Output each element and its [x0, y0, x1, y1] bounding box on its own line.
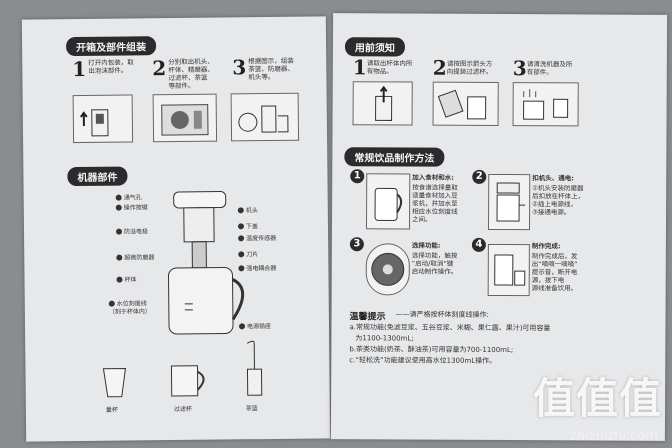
assembly-step-2-number: 2	[152, 56, 167, 81]
add-ingredients-icon	[374, 187, 403, 221]
before-use-illustration-1	[352, 81, 413, 126]
tip-line-a-cont: 为1100-1300mL;	[355, 334, 414, 343]
finished-drink-icon	[494, 254, 526, 286]
drink-step-3-number: 3	[349, 237, 364, 252]
before-use-step-2-text: 请按图示箭头方 向提装过滤杯。	[446, 59, 493, 76]
assembly-illustration-2	[152, 93, 218, 143]
right-page: 用前须知 1 请取出杯体内所 有物品。 2 请按图示箭头方 向提装过滤杯。 3 …	[330, 13, 668, 441]
drink-step-1-text: 按食谱选择量取 适量食材加入豆 浆机，并加水至 相应水位刻度线 之间。	[412, 183, 458, 224]
drink-step-3-text: 选择功能，触按 “启动/取消”键 启动制作操作。	[411, 251, 458, 276]
drink-step-2-illustration	[487, 173, 531, 231]
tips-title: 温馨提示	[349, 312, 386, 323]
left-page: 开箱及部件组装 1 打开内包装，取 出泡沫部件。 2 分别取出机头、 杯体、精磨…	[21, 16, 331, 442]
drink-step-3-heading: 选择功能:	[411, 241, 441, 250]
tea-basket-icon	[246, 340, 263, 396]
drink-step-4-heading: 制作完成:	[531, 242, 561, 251]
drink-step-2-text: ①机头安装防磨器 后扣放在杯体上， ②插上电源线， ③接通电源。	[532, 184, 585, 217]
assembly-illustration-3	[230, 92, 300, 142]
parts-unpack-icon	[161, 104, 209, 136]
part-label-overflow-electrode: 防溢电极	[123, 228, 149, 236]
assembly-illustration-1	[72, 94, 134, 144]
part-label-head: 机头	[245, 207, 258, 215]
attach-head-plug-icon	[496, 182, 526, 222]
parts-title: 机器部件	[67, 166, 128, 187]
part-label-grinder: 超微防磨器	[124, 254, 155, 262]
watermark-logo: 值值值	[532, 374, 662, 423]
drink-step-1-heading: 加入食材和水:	[412, 173, 454, 182]
tips-subtitle: ——请严格按杯体刻度线操作:	[395, 310, 489, 319]
before-use-illustration-2	[432, 81, 499, 126]
before-use-step-3-text: 请清洗机器及所 有部件。	[526, 60, 573, 77]
part-label-coupler: 强电耦合器	[246, 264, 277, 273]
assemble-parts-icon	[238, 105, 289, 133]
before-use-illustration-3	[512, 82, 579, 127]
tip-line-c: c.“轻松洗”功能建议使用高水位1300mL操作。	[349, 356, 497, 365]
accessory-label-measuring-cup: 量杯	[105, 406, 118, 414]
assembly-step-3-text: 根据图示，组装 茶篮、防磨器、 机头等。	[248, 56, 294, 82]
accessory-label-tea-basket: 茶篮	[245, 405, 258, 413]
before-use-title: 用前须知	[344, 37, 405, 57]
accessory-label-filter-cup: 过滤杯	[173, 405, 192, 414]
part-label-water-line: 水位刻度线 （刻于杯体内）	[108, 300, 151, 316]
before-use-step-2-number: 2	[432, 55, 447, 80]
assembly-step-3-number: 3	[232, 55, 247, 80]
soymilk-maker-diagram	[167, 191, 245, 335]
assembly-title: 开箱及部件组装	[65, 36, 157, 57]
measuring-cup-icon	[102, 368, 127, 398]
drink-step-1-illustration	[365, 173, 411, 230]
wash-parts-icon	[523, 89, 569, 120]
part-label-jug: 杯体	[124, 276, 137, 284]
before-use-step-1-number: 1	[352, 55, 367, 80]
drink-step-4-number: 4	[471, 237, 486, 252]
before-use-step-1-text: 请取出杯体内所 有物品。	[366, 59, 413, 76]
drink-step-2-number: 2	[472, 169, 487, 184]
part-label-buttons: 操作按键	[123, 204, 148, 212]
tip-line-b: b.茶类功能(奶茶、酥油茶)可用容量为700-1100mL;	[349, 345, 514, 355]
drink-step-2-heading: 扣机头、通电:	[532, 174, 574, 183]
drinks-title: 常规饮品制作方法	[344, 147, 445, 167]
part-label-vent: 通气孔	[123, 194, 142, 202]
drink-step-3-illustration	[365, 243, 410, 296]
tip-line-a: a.常规功能(免滤豆浆、五谷豆浆、米糊、果仁露、果汁)可用容量	[349, 323, 551, 333]
lift-filter-cup-icon	[437, 89, 487, 120]
watermark-url: zhizhizhi.com	[570, 429, 658, 444]
remove-items-icon	[375, 85, 393, 121]
drink-step-4-text: 制作完成后，发 出“嘀嘀一嘀嘀” 提示音，断开电 源，拔下电 源线准备饮用。	[531, 252, 578, 293]
part-label-power-socket: 电源插座	[246, 323, 272, 331]
drink-step-1-number: 1	[350, 169, 365, 184]
assembly-step-2-text: 分别取出机头、 杯体、精磨器、 过滤杯、茶篮 等部件。	[168, 57, 214, 91]
part-label-blade: 刀片	[246, 251, 259, 259]
part-label-lower-cover: 下盖	[245, 223, 259, 231]
unbox-foam-icon	[80, 109, 109, 137]
assembly-step-1-number: 1	[72, 56, 87, 82]
assembly-step-1-text: 打开内包装，取 出泡沫部件。	[88, 58, 134, 75]
filter-cup-icon	[170, 365, 205, 397]
before-use-step-3-number: 3	[512, 56, 527, 81]
drink-step-4-illustration	[487, 243, 530, 297]
part-label-temp-sensor: 温度传感器	[246, 234, 277, 243]
control-panel-icon	[371, 252, 405, 286]
